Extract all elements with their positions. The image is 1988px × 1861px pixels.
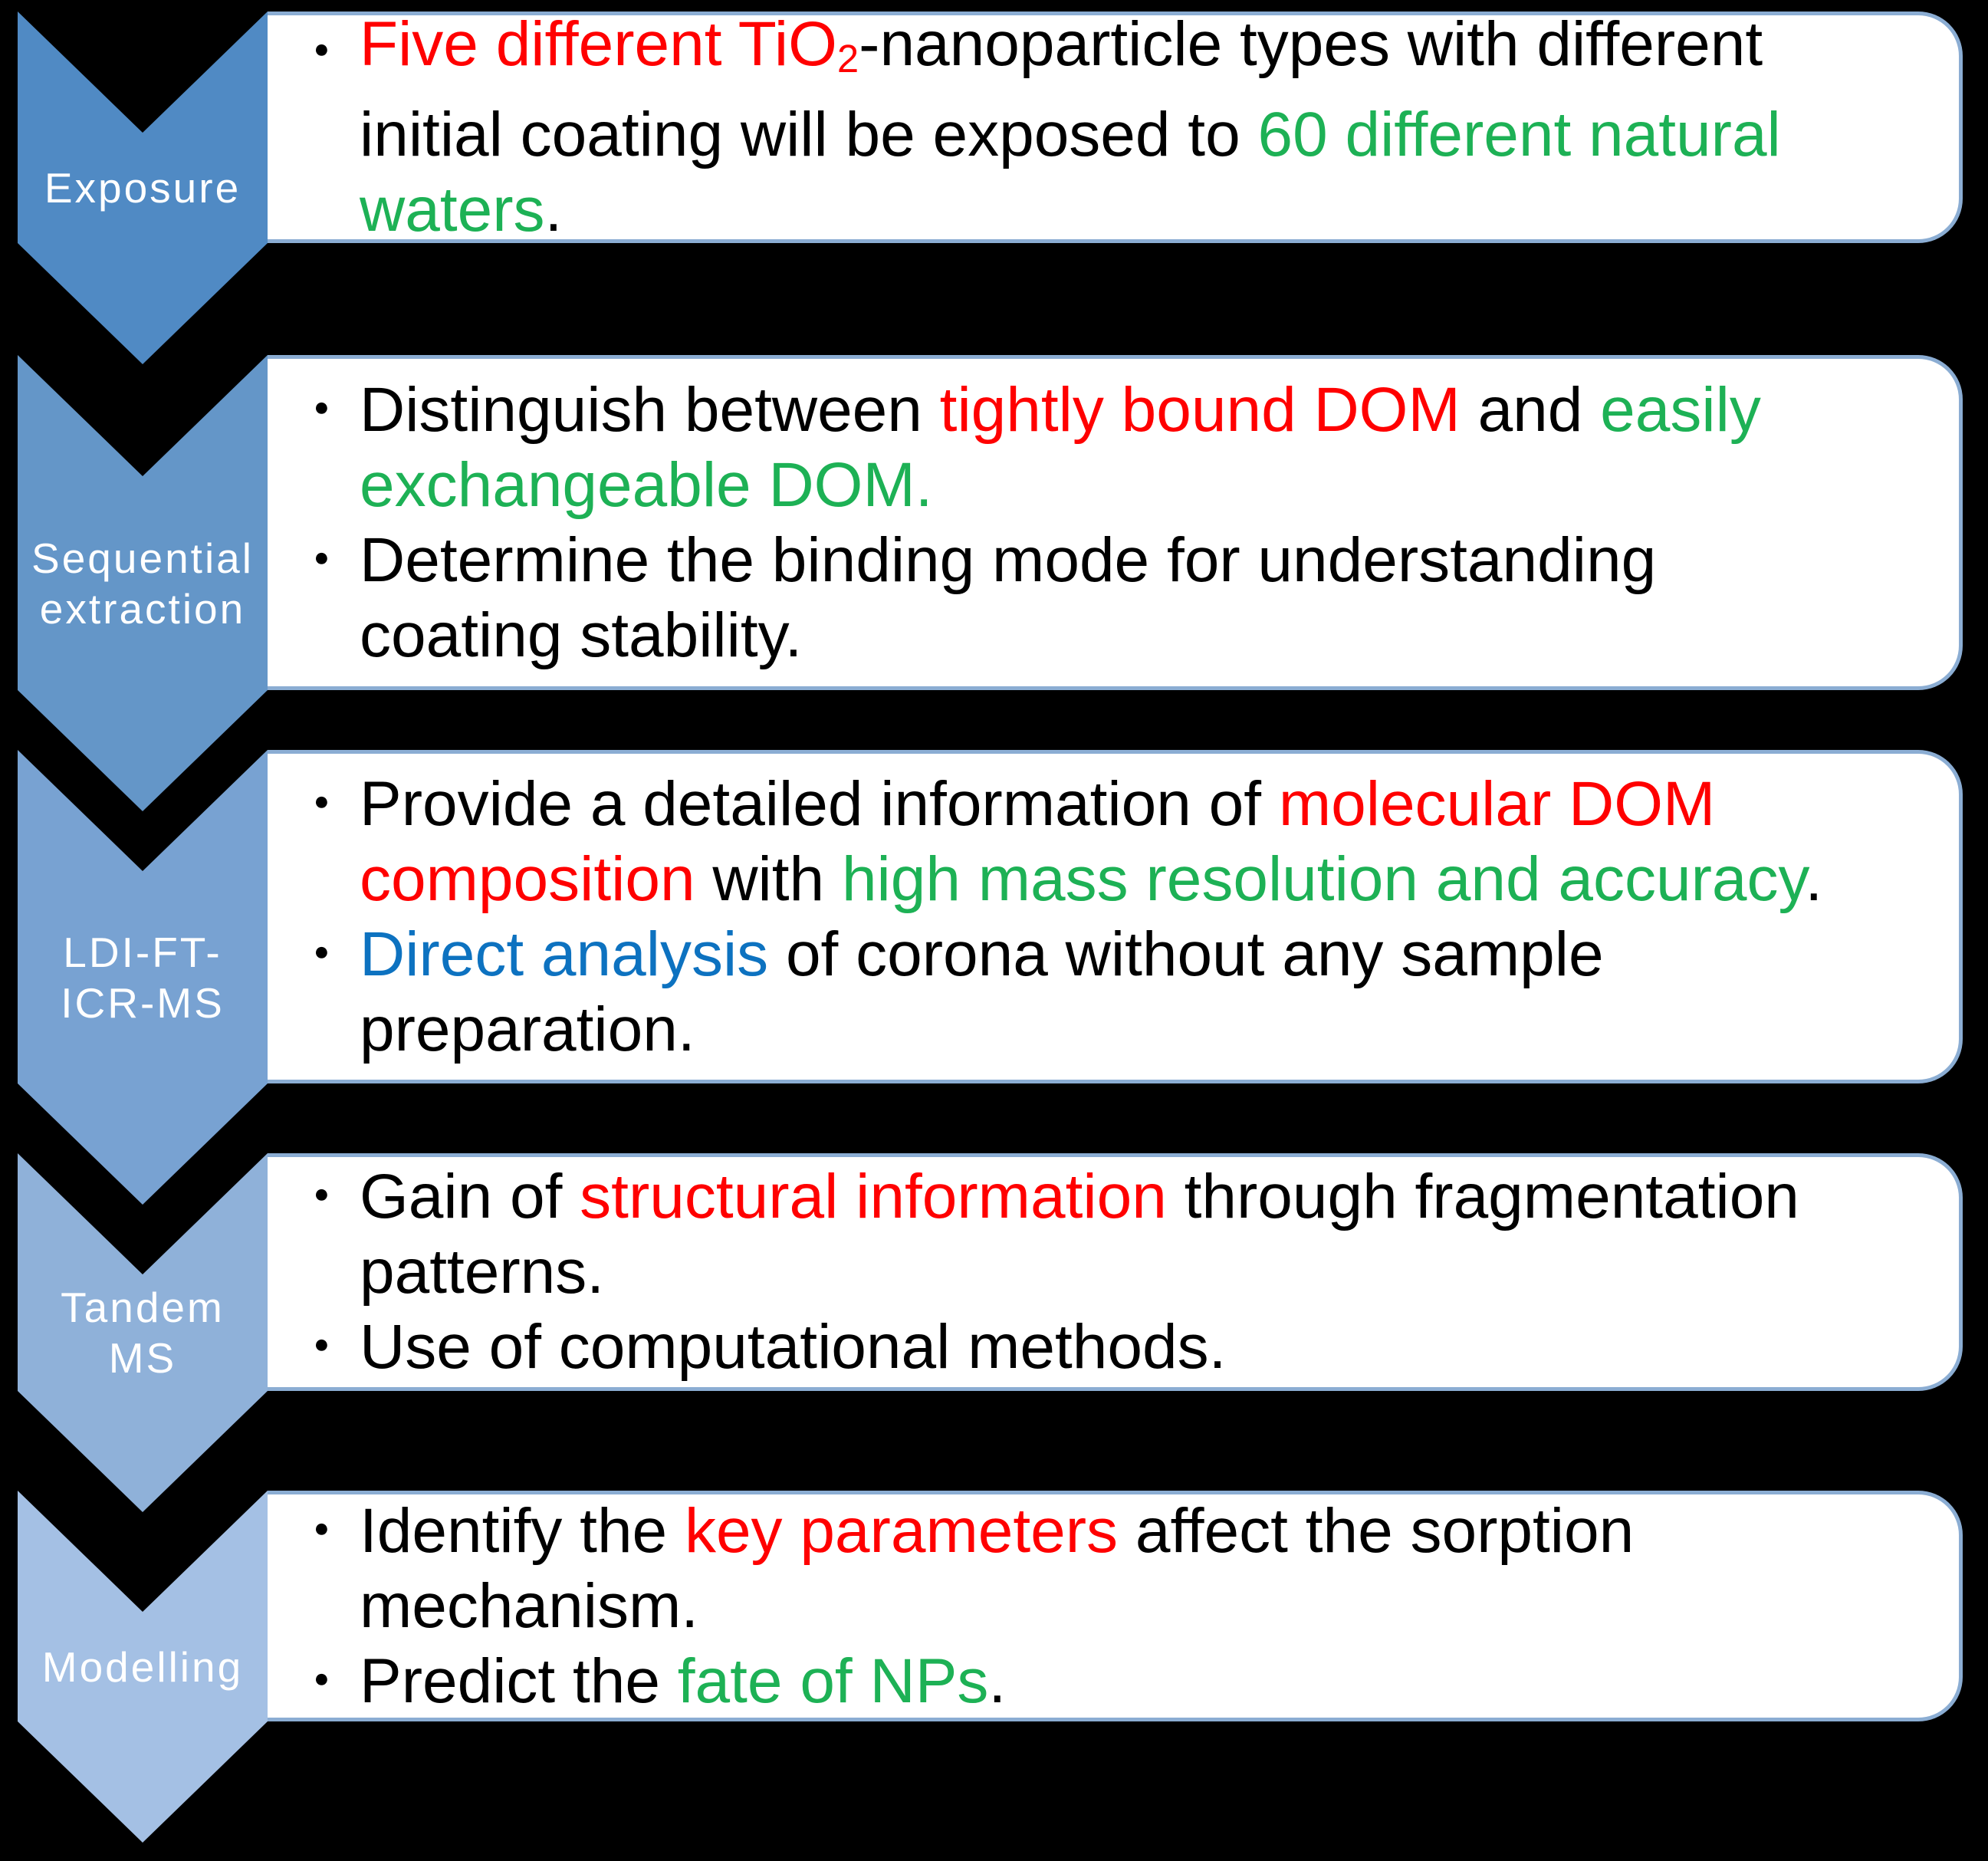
text-segment: easily xyxy=(1600,374,1761,445)
bullet-line: ● Use of computational methods. xyxy=(311,1310,1928,1385)
text-segment: Use of computational methods. xyxy=(360,1312,1227,1382)
text-segment: . xyxy=(988,1646,1007,1716)
wrapped-line: composition with high mass resolution an… xyxy=(311,842,1928,917)
text-segment: preparation. xyxy=(360,994,695,1064)
text-segment: tightly bound DOM xyxy=(939,374,1461,445)
wrapped-line: mechanism. xyxy=(311,1569,1928,1644)
text-segment: Gain of xyxy=(360,1162,580,1231)
text-segment: of corona without any sample xyxy=(768,919,1604,989)
text-segment: composition xyxy=(360,843,695,914)
info-box-modelling: ● Identify the key parameters affect the … xyxy=(268,1491,1963,1721)
chevron-label-line: Exposure xyxy=(44,164,242,212)
text-segment: molecular DOM xyxy=(1278,768,1716,839)
text-segment: patterns. xyxy=(360,1237,605,1307)
bullet-dot-icon: ● xyxy=(314,786,330,816)
chevron-label-line: extraction xyxy=(39,584,246,633)
text-segment: high mass resolution and accuracy xyxy=(841,843,1806,914)
text-segment: Identify the xyxy=(360,1495,685,1566)
wrapped-line: coating stability. xyxy=(311,598,1928,673)
chevron-exposure: Exposure xyxy=(18,12,268,364)
bullet-line: ● Identify the key parameters affect the … xyxy=(311,1494,1928,1569)
bullet-line: ● Determine the binding mode for understa… xyxy=(311,523,1928,598)
info-box-ldi-ft-icr-ms: ● Provide a detailed information of molec… xyxy=(268,750,1963,1083)
text-segment: and xyxy=(1460,374,1601,445)
wrapped-line: initial coating will be exposed to 60 di… xyxy=(311,97,1928,173)
text-segment: Distinguish between xyxy=(360,374,940,445)
wrapped-line: waters. xyxy=(311,173,1928,248)
bullet-dot-icon: ● xyxy=(314,35,330,64)
bullet-dot-icon: ● xyxy=(314,1513,330,1543)
bullet-dot-icon: ● xyxy=(314,1663,330,1693)
bullet-line: ● Gain of structural information through … xyxy=(311,1159,1928,1235)
bullet-dot-icon: ● xyxy=(314,542,330,572)
text-segment: -nanoparticle types with different xyxy=(859,9,1763,80)
text-segment: affect the sorption xyxy=(1118,1495,1635,1566)
bullet-line: ● Direct analysis of corona without any s… xyxy=(311,917,1928,992)
chevron-label-line: ICR-MS xyxy=(61,978,225,1027)
text-segment: Direct analysis xyxy=(360,919,769,989)
chevron-label-exposure: Exposure xyxy=(44,163,241,213)
wrapped-line: preparation. xyxy=(311,992,1928,1067)
bullet-line: ● Distinguish between tightly bound DOM a… xyxy=(311,373,1928,448)
text-segment: exchangeable DOM. xyxy=(360,449,933,520)
text-segment: . xyxy=(1805,843,1823,914)
text-segment: . xyxy=(544,174,563,245)
text-segment: Determine the binding mode for understan… xyxy=(360,524,1657,595)
chevron-label-ldi-ft-icr-ms: LDI-FT-ICR-MS xyxy=(61,927,225,1028)
text-segment: 60 different natural xyxy=(1257,99,1781,169)
text-segment: Provide a detailed information of xyxy=(360,768,1279,839)
info-box-exposure: ● Five different TiO2-nanoparticle types … xyxy=(268,9,1963,245)
text-segment: 2 xyxy=(836,37,859,81)
text-segment: through fragmentation xyxy=(1166,1162,1799,1231)
bullet-dot-icon: ● xyxy=(314,1179,330,1209)
chevron-label-line: MS xyxy=(108,1334,177,1382)
text-segment: Five different TiO xyxy=(360,9,837,80)
bullet-dot-icon: ● xyxy=(314,392,330,422)
text-segment: mechanism. xyxy=(360,1570,699,1641)
text-segment: key parameters xyxy=(684,1495,1119,1566)
text-segment: initial coating will be exposed to xyxy=(360,99,1258,169)
text-segment: structural information xyxy=(580,1162,1167,1231)
bullet-line: ● Provide a detailed information of molec… xyxy=(311,767,1928,842)
text-segment: fate of NPs xyxy=(677,1646,989,1716)
bullet-line: ● Predict the fate of NPs. xyxy=(311,1644,1928,1719)
wrapped-line: patterns. xyxy=(311,1235,1928,1310)
chevron-label-line: Modelling xyxy=(41,1642,244,1691)
chevron-ldi-ft-icr-ms: LDI-FT-ICR-MS xyxy=(18,750,268,1205)
text-segment: waters xyxy=(360,174,545,245)
text-segment: Predict the xyxy=(360,1646,678,1716)
text-segment: coating stability. xyxy=(360,600,803,670)
bullet-line: ● Five different TiO2-nanoparticle types … xyxy=(311,7,1928,97)
chevron-label-line: Tandem xyxy=(61,1284,225,1331)
text-segment: with xyxy=(695,843,842,914)
info-box-tandem-ms: ● Gain of structural information through … xyxy=(268,1153,1963,1391)
info-box-sequential-extraction: ● Distinguish between tightly bound DOM a… xyxy=(268,355,1963,690)
chevron-label-modelling: Modelling xyxy=(42,1642,243,1692)
chevron-modelling: Modelling xyxy=(18,1491,268,1843)
wrapped-line: exchangeable DOM. xyxy=(311,448,1928,523)
chevron-label-line: Sequential xyxy=(31,534,254,582)
chevron-label-line: LDI-FT- xyxy=(63,928,222,976)
bullet-dot-icon: ● xyxy=(314,936,330,966)
bullet-dot-icon: ● xyxy=(314,1330,330,1360)
